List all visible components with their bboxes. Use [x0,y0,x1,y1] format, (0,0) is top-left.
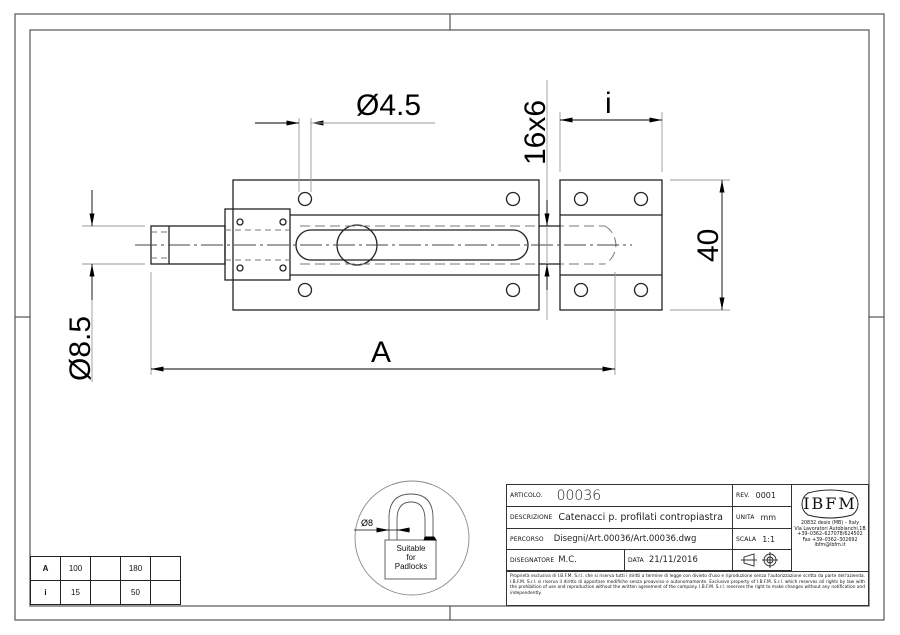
table-cell: 50 [120,580,151,605]
descrizione-cell: DESCRIZIONE Catenacci p. profilati contr… [507,507,733,529]
articolo-label: ARTICOLO. [510,492,543,499]
legal-notice: Proprietà esclusiva di I.B.F.M. S.r.l. c… [507,571,868,605]
disegnatore-value: M.C. [558,555,577,565]
data-cell: DATA 21/11/2016 [625,550,733,571]
data-value: 21/11/2016 [648,555,698,565]
unita-label: UNITA [736,514,755,521]
padlock-callout [354,480,470,596]
first-angle-projection-icon [741,552,778,568]
table-cell [150,580,181,605]
padlock-line3: Padlocks [394,562,428,571]
padlock-line1: Suitable [396,544,426,553]
padlock-diameter: Ø8 [361,518,373,528]
percorso-label: PERCORSO [510,535,544,543]
sheet-border [14,13,885,621]
dim-height: 40 [692,229,725,262]
size-table: A 100 180 i 15 50 [30,556,181,605]
articolo-value: 00036 [556,487,602,504]
rev-cell: REV. 0001 [733,485,792,507]
keeper [559,179,663,311]
rev-label: REV. [736,492,750,499]
scala-label: SCALA [736,535,757,543]
table-cell: 15 [60,580,91,605]
row-label: A [30,556,61,581]
data-label: DATA [628,556,644,564]
company-block: IBFM 20832 desio (MB) – Italy Via Lavora… [792,485,868,571]
table-cell [90,580,121,605]
table-row: A 100 180 [30,556,181,581]
rev-value: 0001 [755,491,776,500]
percorso-value: Disegni/Art.00036/Art.00036.dwg [553,534,697,544]
bolt-guide [150,208,291,281]
dim-bolt-section: 16x6 [519,100,552,165]
disegnatore-label: DISEGNATORE [510,556,555,564]
descrizione-value: Catenacci p. profilati contropiastra [558,512,723,523]
unita-cell: UNITA mm [733,507,792,529]
disegnatore-cell: DISEGNATORE M.C. [507,550,625,571]
dim-keeper-width: i [605,87,612,120]
scala-cell: SCALA 1:1 [733,529,792,550]
table-cell [150,556,181,581]
descrizione-label: DESCRIZIONE [510,514,553,521]
logo-frame-icon [801,489,859,519]
padlock-line2: for [406,553,416,562]
dimension-lines [82,80,730,382]
company-logo: IBFM [803,494,857,513]
table-row: i 15 50 [30,580,181,605]
table-cell: 100 [60,556,91,581]
dim-hole-diameter: Ø4.5 [356,89,421,122]
padlock-label: Suitable for Padlocks [385,544,437,571]
percorso-cell: PERCORSO Disegni/Art.00036/Art.00036.dwg [507,529,733,550]
unita-value: mm [760,513,777,522]
company-address: 20832 desio (MB) – Italy Via Lavoratori … [794,521,866,549]
title-block: ARTICOLO. 00036 REV. 0001 DESCRIZIONE Ca… [506,484,869,606]
articolo-cell: ARTICOLO. 00036 [507,485,733,507]
dim-length: A [371,336,391,369]
projection-cell [733,550,792,571]
table-cell: 180 [120,556,151,581]
row-label: i [30,580,61,605]
table-cell [90,556,121,581]
scala-value: 1:1 [762,534,776,544]
dim-pin-diameter: Ø8.5 [64,316,97,381]
